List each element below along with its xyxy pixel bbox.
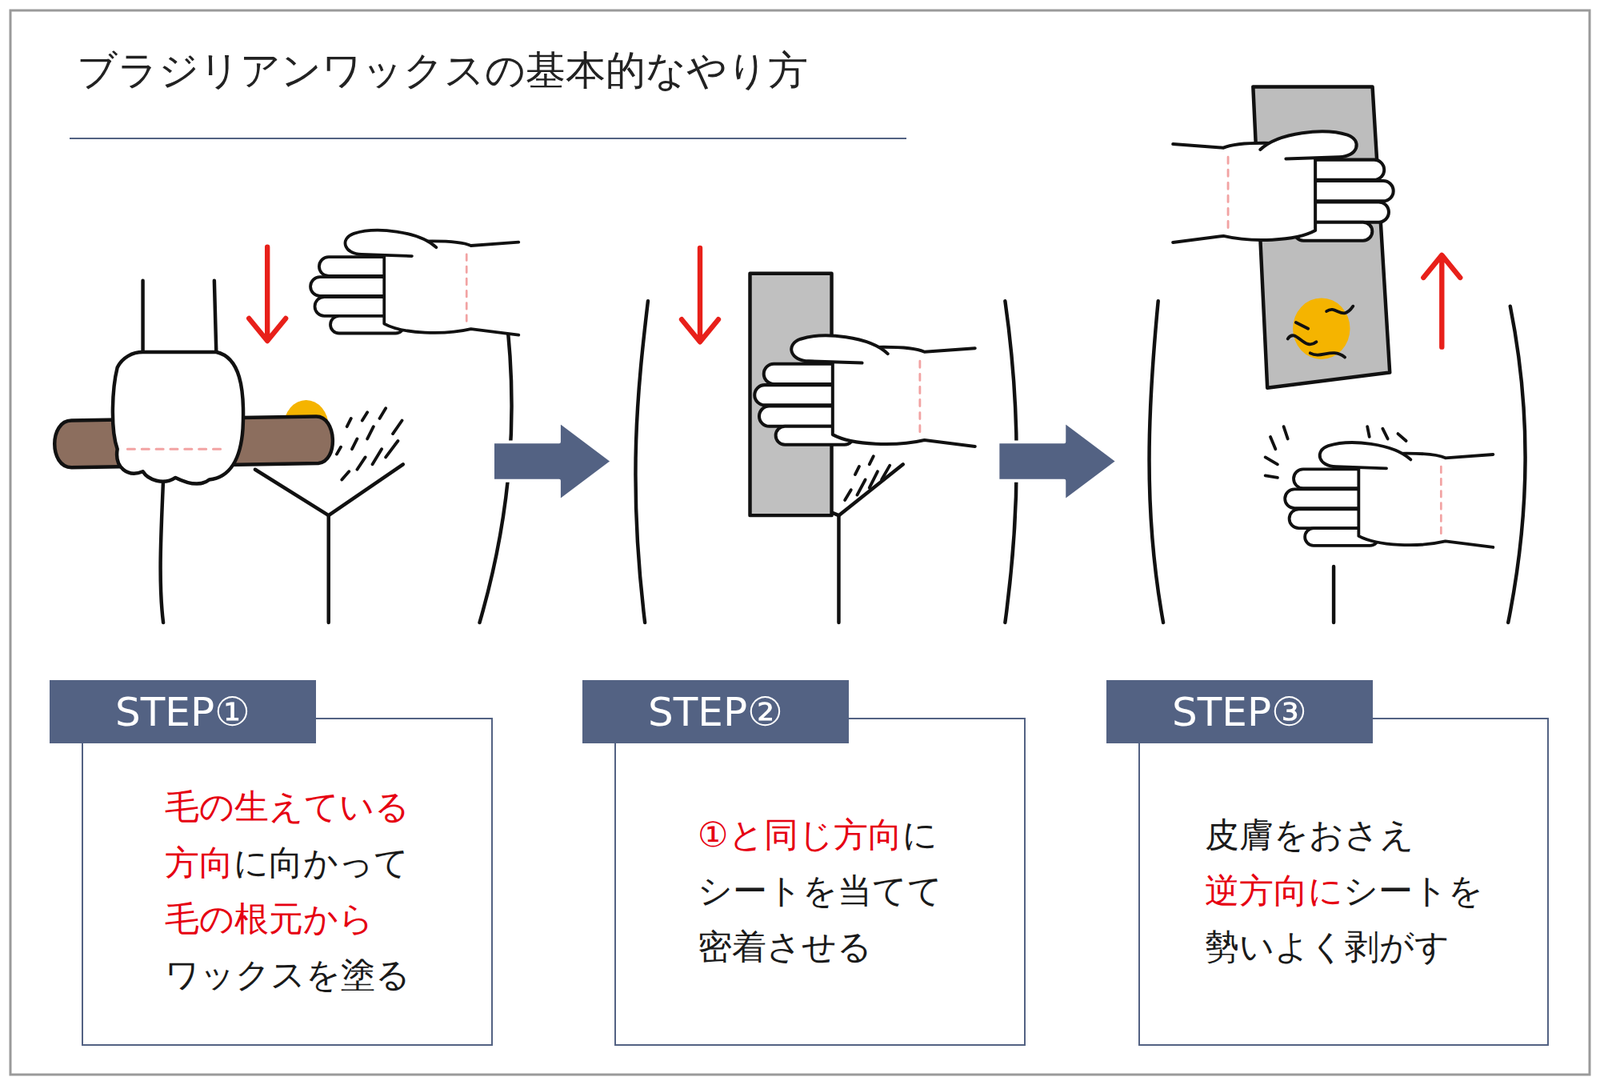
step3-illustration — [1149, 86, 1526, 623]
step2-illustration — [635, 248, 1016, 623]
step-description: 毛の生えている 方向に向かって 毛の根元から ワックスを塗る — [164, 778, 411, 1003]
step-box: STEP②①と同じ方向に シートを当てて 密着させる — [614, 717, 1026, 1046]
step3-illustration — [1284, 442, 1493, 548]
step-label: STEP② — [582, 680, 849, 744]
step2-illustration — [681, 248, 719, 342]
emphasis-text: 逆方向に — [1204, 870, 1344, 911]
step2-illustration — [754, 336, 976, 448]
step1-illustration — [127, 448, 227, 451]
text-line: 勢いよく剥がす — [1204, 918, 1484, 975]
step1-illustration — [112, 352, 244, 484]
emphasis-text: 毛の生えている — [164, 786, 410, 827]
outer-frame — [10, 10, 1590, 1075]
step1-illustration — [255, 464, 404, 516]
step1-illustration — [248, 247, 286, 341]
text-line: 方向に向かって — [164, 834, 411, 891]
step3-illustration — [1149, 300, 1164, 623]
plain-text: 皮膚をおさえ — [1204, 814, 1415, 855]
step1-illustration — [310, 230, 519, 336]
plain-text: に向かって — [233, 842, 409, 883]
step-box: STEP①毛の生えている 方向に向かって 毛の根元から ワックスを塗る — [81, 717, 493, 1046]
step-label: STEP① — [49, 680, 316, 744]
plain-text: 密着させる — [697, 926, 872, 967]
plain-text: に — [902, 814, 938, 855]
plain-text: シートを — [1343, 870, 1484, 911]
step1-illustration — [326, 515, 330, 623]
step1-illustration — [140, 280, 144, 356]
step-description: ①と同じ方向に シートを当てて 密着させる — [697, 806, 943, 975]
step3-illustration — [1172, 131, 1394, 243]
emphasis-text: 方向 — [164, 842, 234, 883]
illustration — [54, 86, 1525, 623]
step3-illustration — [1423, 255, 1460, 348]
step1-illustration — [336, 408, 403, 480]
step3-illustration — [1288, 306, 1354, 358]
text-line: ワックスを塗る — [164, 946, 411, 1003]
plain-text: シートを当てて — [697, 870, 943, 911]
emphasis-text: ①と同じ方向 — [697, 814, 903, 855]
step1-illustration — [54, 230, 519, 623]
text-line: 毛の根元から — [164, 890, 411, 947]
step-body-area: 毛の生えている 方向に向かって 毛の根元から ワックスを塗る — [83, 719, 492, 1044]
step2-illustration — [821, 464, 904, 516]
step-label: STEP③ — [1106, 680, 1373, 744]
title-underline — [69, 137, 907, 140]
text-line: 密着させる — [697, 918, 943, 975]
step2-illustration — [836, 515, 840, 623]
step1-illustration — [214, 280, 217, 356]
step3-illustration — [1332, 566, 1336, 623]
plain-text: 勢いよく剥がす — [1204, 926, 1450, 967]
step2-illustration — [635, 300, 648, 623]
step3-illustration — [1292, 297, 1350, 360]
text-line: 毛の生えている — [164, 778, 411, 835]
step3-illustration — [1265, 426, 1407, 478]
flow-arrow — [492, 421, 612, 501]
step3-illustration — [1508, 306, 1525, 623]
step-box: STEP③皮膚をおさえ 逆方向にシートを 勢いよく剥がす — [1138, 717, 1549, 1046]
diagram-title: ブラジリアンワックスの基本的なやり方 — [76, 46, 808, 95]
text-line: シートを当てて — [697, 862, 943, 919]
step1-illustration — [160, 479, 164, 623]
text-line: ①と同じ方向に — [697, 806, 943, 863]
step-body-area: 皮膚をおさえ 逆方向にシートを 勢いよく剥がす — [1140, 719, 1548, 1044]
step-body-area: ①と同じ方向に シートを当てて 密着させる — [616, 719, 1024, 1044]
text-line: 皮膚をおさえ — [1204, 806, 1484, 863]
step2-illustration — [844, 456, 890, 500]
step-description: 皮膚をおさえ 逆方向にシートを 勢いよく剥がす — [1204, 806, 1484, 975]
flow-arrow — [997, 421, 1117, 501]
text-line: 逆方向にシートを — [1204, 862, 1484, 919]
emphasis-text: 毛の根元から — [164, 898, 374, 939]
plain-text: ワックスを塗る — [164, 954, 411, 995]
